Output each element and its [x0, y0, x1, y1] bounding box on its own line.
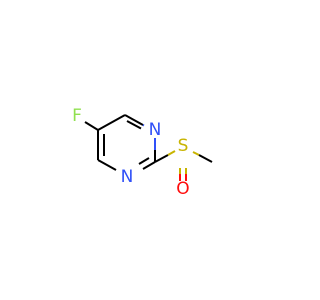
- bond-c4-n3-b: [142, 124, 145, 127]
- bond-c2-s-b: [167, 150, 176, 156]
- bond-c2-n1: [142, 161, 156, 170]
- bond-s-ch3-a: [192, 151, 200, 156]
- bond-c5-f: [84, 121, 99, 131]
- nitrogen-atom-label-top: N: [149, 120, 162, 140]
- bond-s-ch3-b: [198, 154, 213, 163]
- bond-c2-n1-inner: [138, 157, 150, 165]
- bond-c4-n3-inner: [126, 120, 142, 130]
- bond-n1-c6: [97, 159, 117, 171]
- sulfur-atom-label: S: [178, 136, 189, 156]
- oxygen-atom-label: O: [176, 179, 189, 199]
- molecule-svg: F N N S O: [72, 106, 213, 199]
- nitrogen-atom-label-bottom: N: [121, 167, 134, 187]
- bond-c5-c4: [97, 114, 126, 131]
- bond-c4-n3-a: [124, 114, 144, 126]
- bond-c2-s: [154, 154, 169, 163]
- molecule-diagram: F N N S O: [72, 106, 213, 199]
- fluorine-atom-label: F: [72, 106, 82, 126]
